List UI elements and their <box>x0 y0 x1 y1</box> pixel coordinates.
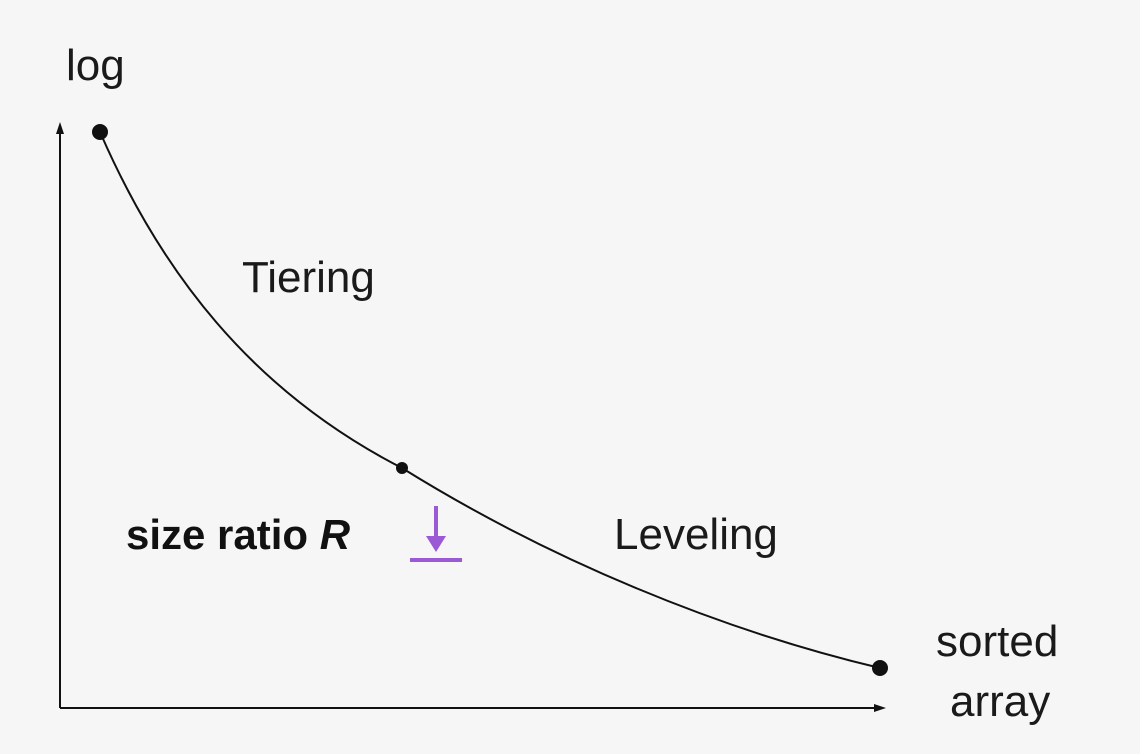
log-label: log <box>66 41 125 90</box>
log-endpoint-dot <box>92 124 108 140</box>
arrow-down-to-bar-icon <box>410 506 462 562</box>
y-axis-arrowhead <box>56 122 64 134</box>
sorted-label: sorted <box>936 617 1059 666</box>
leveling-label: Leveling <box>614 510 778 559</box>
tiering-label: Tiering <box>242 253 375 302</box>
tradeoff-curve <box>99 131 881 669</box>
midpoint-dot <box>396 462 408 474</box>
x-axis-arrowhead <box>874 704 886 712</box>
size-ratio-text: size ratio <box>126 511 309 558</box>
size-ratio-symbol: R <box>319 511 351 558</box>
sorted-array-endpoint-dot <box>872 660 888 676</box>
array-label: array <box>950 677 1051 726</box>
size-ratio-label: size ratio R <box>126 514 350 556</box>
